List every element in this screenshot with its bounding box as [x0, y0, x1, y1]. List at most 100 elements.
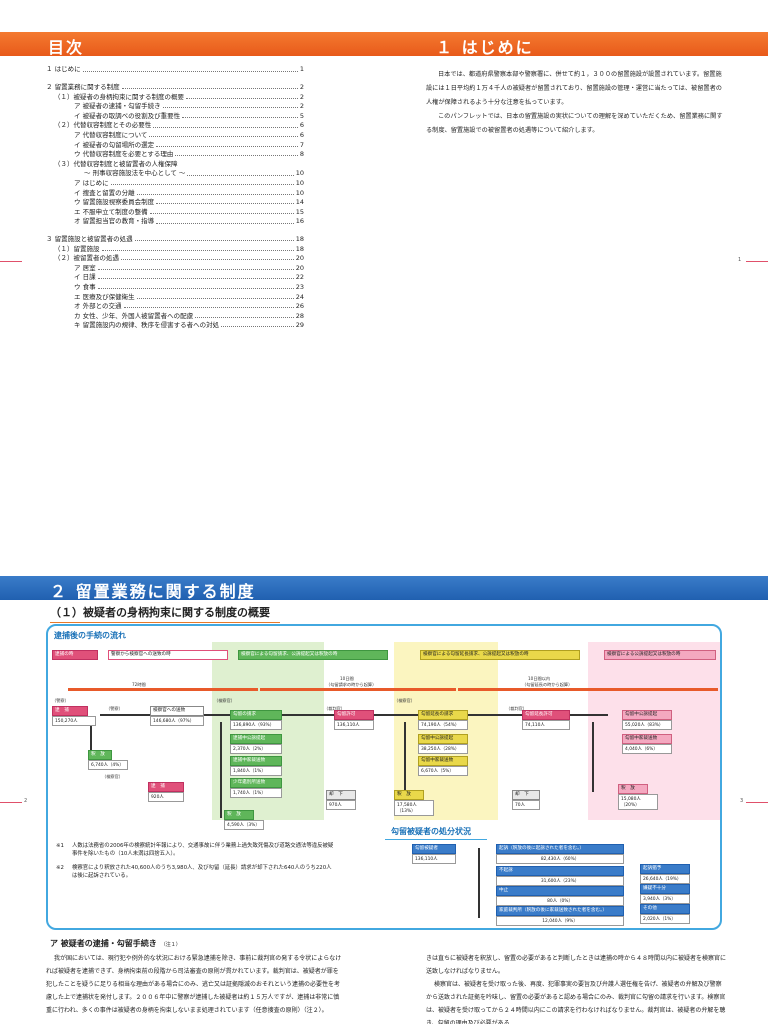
- release4-box: 釈 放: [394, 790, 424, 800]
- toc-leader-dots: [82, 70, 298, 72]
- body-right-paragraph-1: きは直ちに被疑者を釈放し、留置の必要があると判断したときは逮捕の時から４８時間以…: [426, 955, 727, 975]
- detain-family-box: 勾留中家裁送致: [418, 756, 468, 766]
- detain-family-count: 6,670人（5%）: [418, 766, 468, 776]
- toc-entry-label: ～ 刑事収容施設法を中心として ～: [84, 169, 186, 178]
- intro-title: １ はじめに: [436, 38, 534, 57]
- note-mark: ※2: [56, 865, 64, 872]
- toc-entry-label: （２）被留置者の処遇: [54, 254, 119, 263]
- toc-entry-page: 16: [295, 217, 304, 226]
- toc-entry-label: キ 留置施設内の規律、秩序を侵害する者への対処: [74, 321, 220, 330]
- send-prosecutor-box: 検察官への送致: [150, 706, 204, 716]
- toc-entry-label: オ 外部との交通: [74, 302, 122, 311]
- toc-leader-dots: [221, 326, 294, 328]
- body-left: 我が国においては、現行犯や例外的な状況における緊急逮捕を除き、事前に裁判官の発す…: [46, 952, 342, 1017]
- body-right: きは直ちに被疑者を釈放し、留置の必要があると判断したときは逮捕の時から４８時間以…: [426, 952, 726, 1024]
- police-to-prosecutor-box: 警察から検察官への送致の時: [108, 650, 228, 660]
- toc-leader-dots: [149, 136, 298, 138]
- release3-count: 4,590人（3%）: [224, 820, 264, 830]
- toc-entry-label: イ 被疑者の取調べの役割及び重要性: [74, 111, 181, 120]
- crop-mark: [746, 261, 768, 262]
- non-indict-box: 不起訴: [496, 866, 624, 876]
- page-number-2: 2: [24, 798, 28, 804]
- toc-leader-dots: [136, 297, 294, 299]
- toc-entry-label: ア 被疑者の逮捕・勾留手続き: [74, 102, 161, 111]
- role-police-2: （警察）: [106, 706, 123, 711]
- body-left-paragraph: 我が国においては、現行犯や例外的な状況における緊急逮捕を除き、事前に裁判官の発す…: [46, 955, 342, 1014]
- release5-box: 釈 放: [618, 784, 648, 794]
- ext-prosecution-count: 55,020人（83%）: [622, 720, 672, 730]
- toc-entry-page: 23: [295, 282, 304, 291]
- dismiss2-box: 却 下: [512, 790, 540, 800]
- disposition-title: 勾留被疑者の処分状況: [385, 827, 487, 840]
- insufficient-box: 嫌疑不十分: [640, 884, 690, 894]
- toc-entry-page: 1: [299, 65, 304, 74]
- detain-permit-box: 勾留許可: [334, 710, 374, 720]
- subsection-a-title: ア 被疑者の逮捕・勾留手続き: [50, 939, 157, 948]
- arrest2-count: 920人: [148, 792, 184, 802]
- toc-entry: （３）代替収容制度と被留置者の人権保障: [46, 158, 304, 168]
- toc-entry-page: 6: [299, 121, 304, 130]
- detain-permit-count: 136,110人: [334, 720, 374, 730]
- toc-entry-page: 24: [295, 292, 304, 301]
- toc-entry-label: カ 女性、少年、外国人被留置者への配慮: [74, 311, 194, 320]
- intro-paragraph-1: 日本では、都道府県警察本部や警察署に、併せて約１，３００の留置施設が設置されてい…: [426, 71, 722, 106]
- page-number-3: 3: [740, 798, 744, 804]
- dismiss1-count: 970人: [326, 800, 356, 810]
- note-text: 検察官により釈放された40,600人のうち3,980人、及び勾留（延長）請求が却…: [71, 865, 332, 880]
- toc-entry-label: エ 不服申立て制度の整備: [74, 207, 148, 216]
- toc-entry: ～ 刑事収容施設法を中心として ～10: [46, 168, 304, 178]
- toc-leader-dots: [187, 174, 294, 176]
- subsection-a-heading: ア 被疑者の逮捕・勾留手続き（注１）: [50, 938, 181, 949]
- intro-band: １ はじめに: [384, 32, 768, 57]
- role-police: （警察）: [52, 698, 69, 703]
- toc-leader-dots: [136, 193, 294, 195]
- juvenile-count: 1,740人（1%）: [230, 788, 282, 798]
- toc-leader-dots: [182, 116, 298, 118]
- toc-entry-page: 15: [295, 207, 304, 216]
- toc-entry-page: 6: [299, 131, 304, 140]
- ext-family-box: 勾留中家裁送致: [622, 734, 672, 744]
- toc-entry: オ 留置担当官の教育・指導 16: [46, 216, 304, 226]
- timeline-10d-ext: [458, 688, 718, 691]
- page-number-1: 1: [738, 257, 742, 263]
- intro-paragraph-2: このパンフレットでは、日本の留置施設の実状についての理解を深めていただくため、留…: [426, 113, 723, 134]
- after-extension-box: 検察官による公訴提起又は釈放の時: [604, 650, 716, 660]
- toc-leader-dots: [156, 203, 294, 205]
- toc-entry-label: （３）代替収容制度と被留置者の人権保障: [54, 159, 178, 168]
- extension-request-box: 検察官による勾留延長請求、公訴提起又は釈放の時: [420, 650, 580, 660]
- toc-leader-dots: [97, 288, 294, 290]
- disposition-line: [478, 848, 480, 918]
- label-72h: 72時間: [132, 682, 146, 687]
- toc-entry-label: ウ 代替収容制度を必要とする理由: [74, 150, 174, 159]
- indict-box: 起訴（釈放の後に起訴された者を含む。）: [496, 844, 624, 854]
- figure-title: 逮捕後の手続の流れ: [54, 631, 126, 640]
- toc-entry-page: 2: [299, 92, 304, 101]
- flow-line: [404, 722, 406, 792]
- detained-count: 136,110人: [412, 854, 456, 864]
- detained-box: 勾留被疑者: [412, 844, 456, 854]
- arrest-count: 150,270人: [52, 716, 96, 726]
- section2-title: ２ 留置業務に関する制度: [50, 582, 256, 601]
- toc-entry-label: オ 留置担当官の教育・指導: [74, 217, 155, 226]
- procedure-figure: 逮捕後の手続の流れ 逮捕の時 警察から検察官への送致の時 検察官による勾留請求、…: [46, 624, 722, 930]
- toc-entry-page: 10: [295, 188, 304, 197]
- ext-family-count: 4,040人（6%）: [622, 744, 672, 754]
- dismiss1-box: 却 下: [326, 790, 356, 800]
- suspend-box: 中止: [496, 886, 624, 896]
- send-count: 146,680人（97%）: [150, 716, 204, 726]
- summary-court-count: 1,840人（1%）: [230, 766, 282, 776]
- toc-entry-label: ア 代替収容制度について: [74, 131, 148, 140]
- label-10d-note: （勾留請求の時から起算）: [326, 682, 377, 687]
- detain-prosecution-box: 勾留中公訴提起: [418, 734, 468, 744]
